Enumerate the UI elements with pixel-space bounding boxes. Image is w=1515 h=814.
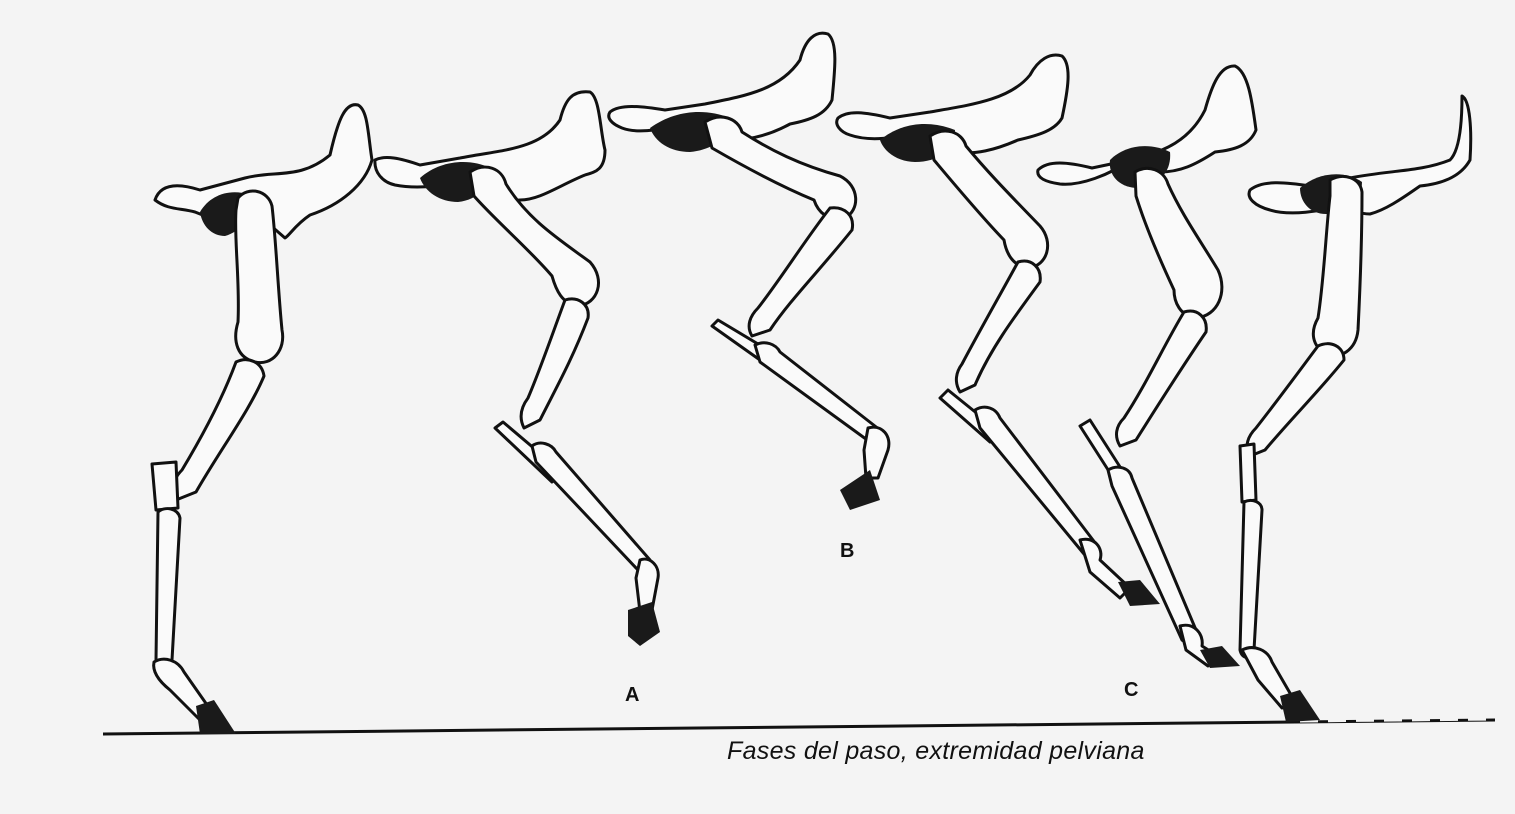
phase-label-a: A bbox=[625, 684, 639, 707]
hoof-2 bbox=[628, 602, 660, 646]
leg-4-skeleton bbox=[837, 55, 1160, 606]
cannon-3 bbox=[755, 343, 882, 443]
cannon-6 bbox=[1240, 500, 1262, 657]
cannon-4 bbox=[975, 407, 1097, 555]
tibia-5 bbox=[1117, 311, 1207, 446]
cannon-5 bbox=[1108, 467, 1197, 642]
tibia-3 bbox=[749, 208, 852, 336]
hock-6 bbox=[1240, 444, 1256, 502]
hoof-4 bbox=[1118, 580, 1160, 606]
leg-1-skeleton bbox=[152, 105, 372, 734]
femur-4 bbox=[930, 131, 1048, 268]
cannon-1 bbox=[156, 509, 180, 668]
hoof-6 bbox=[1280, 690, 1320, 722]
hock-1 bbox=[152, 462, 178, 510]
femur-5 bbox=[1135, 168, 1222, 318]
tibia-6 bbox=[1247, 344, 1344, 456]
tibia-4 bbox=[956, 261, 1040, 392]
ground-line bbox=[103, 720, 1495, 734]
phase-label-b: B bbox=[840, 540, 854, 563]
tibia-1 bbox=[173, 360, 264, 500]
hoof-1 bbox=[196, 700, 236, 734]
leg-3-skeleton bbox=[609, 33, 889, 510]
tibia-2 bbox=[521, 299, 588, 428]
femur-3 bbox=[705, 117, 856, 219]
leg-6-skeleton bbox=[1240, 96, 1471, 722]
leg-5-skeleton bbox=[1038, 66, 1256, 668]
leg-2-skeleton bbox=[375, 92, 660, 646]
figure-caption: Fases del paso, extremidad pelviana bbox=[727, 737, 1145, 766]
pastern-3 bbox=[864, 427, 889, 478]
cannon-2 bbox=[532, 443, 651, 571]
phase-label-c: C bbox=[1124, 679, 1138, 702]
